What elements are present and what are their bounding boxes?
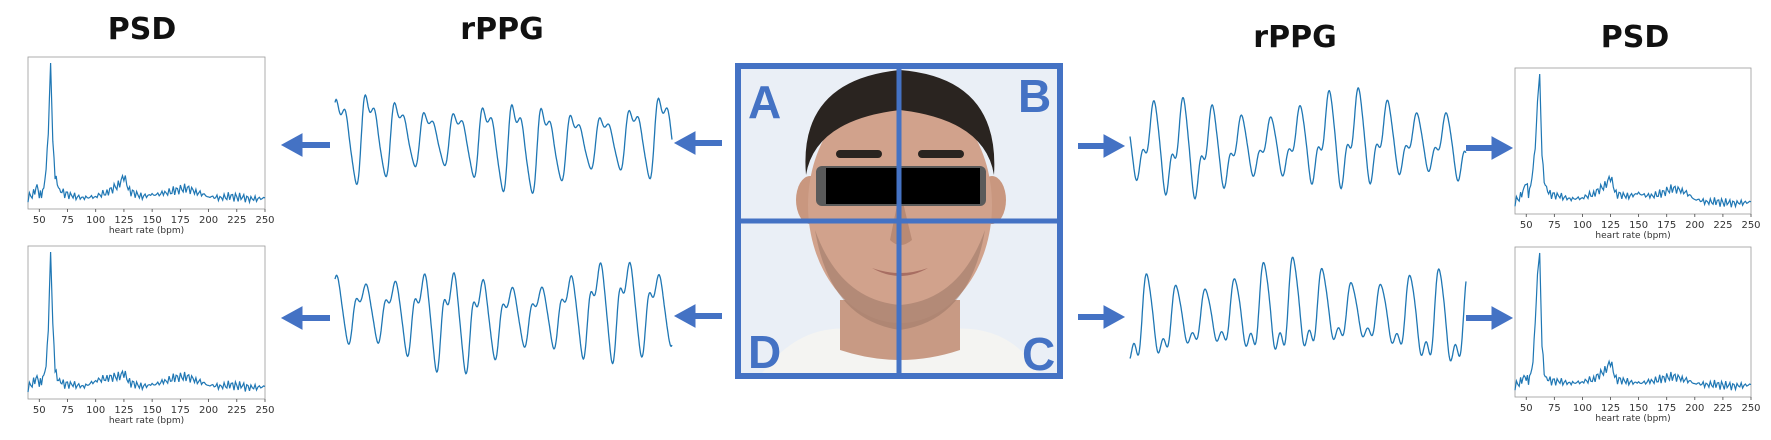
arrow-right-psd-bottom-icon bbox=[1466, 306, 1514, 330]
psd-axis-label: heart rate (bpm) bbox=[109, 226, 184, 236]
psd-tick-label: 150 bbox=[1629, 220, 1648, 231]
psd-tick-label: 175 bbox=[171, 405, 190, 416]
title-rppg-right: rPPG bbox=[1253, 20, 1337, 55]
psd-chart-bottom-right: 50 75 100 125 150 175 200 225 250 heart rate (bpm… bbox=[1514, 246, 1761, 424]
psd-plot-frame bbox=[1514, 67, 1752, 215]
psd-tick-label: 50 bbox=[33, 405, 46, 416]
psd-tick-label: 100 bbox=[1573, 220, 1592, 231]
psd-tick-label: 175 bbox=[1657, 403, 1676, 414]
quadrant-label-b: B bbox=[1018, 70, 1051, 122]
title-rppg-left: rPPG bbox=[460, 12, 544, 47]
quadrant-label-c: C bbox=[1022, 328, 1055, 380]
psd-tick-label: 200 bbox=[199, 215, 218, 226]
arrow-left-psd-top-icon bbox=[280, 133, 330, 157]
psd-tick-label: 150 bbox=[143, 405, 162, 416]
psd-tick-label: 200 bbox=[1685, 220, 1704, 231]
psd-chart-top-left: 50 75 100 125 150 175 200 225 250 heart rate (bpm… bbox=[27, 56, 275, 236]
psd-tick-label: 225 bbox=[227, 215, 246, 226]
arrow-right-psd-top-icon bbox=[1466, 136, 1514, 160]
psd-tick-label: 225 bbox=[227, 405, 246, 416]
psd-plot-frame bbox=[27, 245, 266, 400]
psd-tick-label: 125 bbox=[1601, 220, 1620, 231]
rppg-signal-top-right bbox=[1129, 87, 1467, 200]
psd-line bbox=[27, 62, 266, 205]
psd-tick-label: 125 bbox=[1601, 403, 1620, 414]
psd-tick-label: 50 bbox=[1520, 403, 1533, 414]
psd-axis-label: heart rate (bpm) bbox=[1595, 414, 1670, 424]
psd-tick-label: 100 bbox=[1573, 403, 1592, 414]
psd-tick-label: 175 bbox=[1657, 220, 1676, 231]
arrow-left-bottom-icon bbox=[673, 304, 722, 328]
psd-tick-label: 250 bbox=[1741, 403, 1760, 414]
psd-axis-label: heart rate (bpm) bbox=[109, 416, 184, 426]
psd-tick-label: 75 bbox=[61, 215, 74, 226]
psd-tick-label: 150 bbox=[1629, 403, 1648, 414]
rppg-signal-bottom-left bbox=[334, 261, 673, 375]
psd-chart-bottom-left: 50 75 100 125 150 175 200 225 250 heart rate (bpm… bbox=[27, 245, 275, 426]
rppg-signal-top-left bbox=[334, 93, 673, 195]
psd-axis-label: heart rate (bpm) bbox=[1595, 231, 1670, 241]
psd-tick-label: 200 bbox=[199, 405, 218, 416]
arrow-right-top-icon bbox=[1078, 134, 1126, 158]
title-psd-right: PSD bbox=[1600, 20, 1670, 55]
quadrant-grid bbox=[735, 63, 1063, 379]
psd-tick-label: 150 bbox=[143, 215, 162, 226]
arrow-left-psd-bottom-icon bbox=[280, 306, 330, 330]
psd-tick-label: 50 bbox=[33, 215, 46, 226]
quadrant-label-a: A bbox=[748, 76, 781, 128]
psd-tick-label: 250 bbox=[255, 215, 274, 226]
psd-tick-label: 75 bbox=[1548, 220, 1561, 231]
psd-plot-frame bbox=[1514, 246, 1752, 398]
rppg-signal-bottom-right bbox=[1129, 256, 1467, 362]
psd-tick-label: 225 bbox=[1713, 403, 1732, 414]
quadrant-label-d: D bbox=[748, 326, 781, 378]
psd-tick-label: 175 bbox=[171, 215, 190, 226]
arrow-right-bottom-icon bbox=[1078, 305, 1126, 329]
title-psd-left: PSD bbox=[107, 12, 177, 47]
psd-tick-label: 250 bbox=[255, 405, 274, 416]
psd-tick-label: 125 bbox=[114, 405, 133, 416]
psd-line bbox=[27, 251, 266, 393]
psd-tick-label: 250 bbox=[1741, 220, 1760, 231]
psd-plot-frame bbox=[27, 56, 266, 210]
psd-tick-label: 200 bbox=[1685, 403, 1704, 414]
arrow-left-top-icon bbox=[673, 131, 722, 155]
psd-tick-label: 75 bbox=[61, 405, 74, 416]
psd-tick-label: 75 bbox=[1548, 403, 1561, 414]
psd-tick-label: 50 bbox=[1520, 220, 1533, 231]
psd-tick-label: 125 bbox=[114, 215, 133, 226]
psd-chart-top-right: 50 75 100 125 150 175 200 225 250 heart rate (bpm… bbox=[1514, 67, 1761, 241]
psd-tick-label: 100 bbox=[86, 405, 105, 416]
psd-tick-label: 225 bbox=[1713, 220, 1732, 231]
psd-line bbox=[1514, 73, 1752, 209]
psd-line bbox=[1514, 252, 1752, 392]
psd-tick-label: 100 bbox=[86, 215, 105, 226]
